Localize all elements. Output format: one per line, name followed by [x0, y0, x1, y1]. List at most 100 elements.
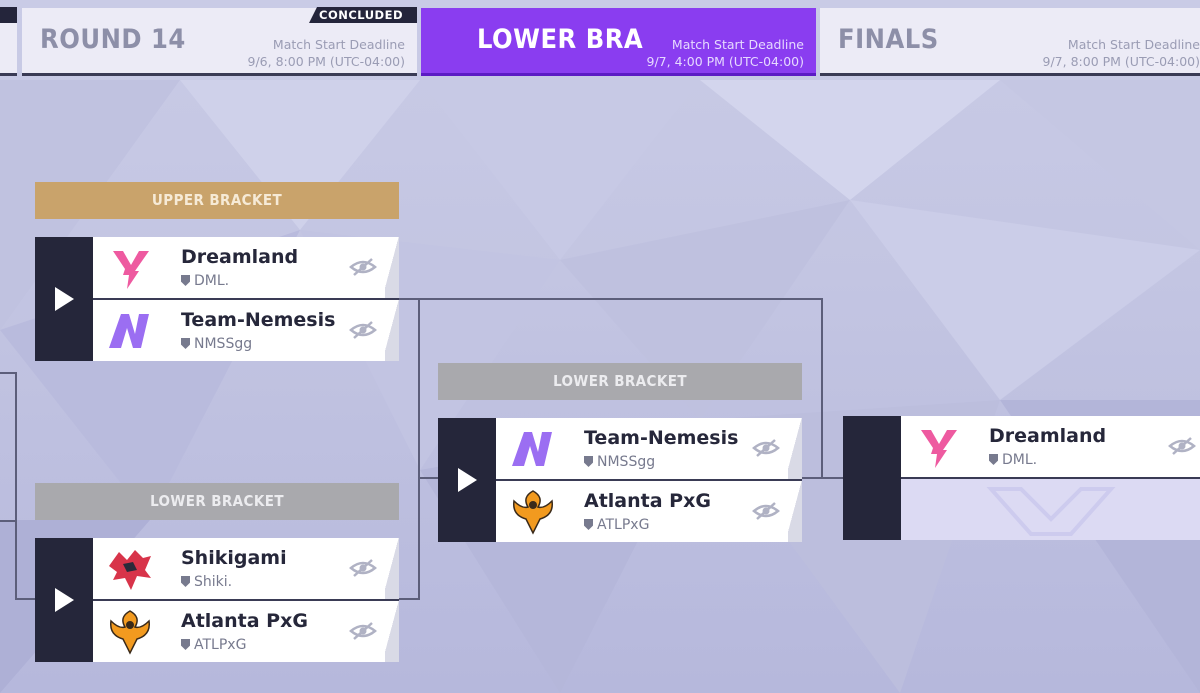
- team-name: Atlanta PxG: [181, 610, 308, 632]
- divider: [93, 599, 399, 601]
- bracket-line: [15, 598, 35, 600]
- deadline-label: Match Start Deadline: [1067, 37, 1200, 52]
- deadline-label: Match Start Deadline: [272, 37, 405, 52]
- bracket-line: [398, 598, 420, 600]
- bracket-line: [801, 477, 843, 479]
- hidden-eye-icon[interactable]: [349, 558, 377, 578]
- watermark-logo: [986, 487, 1116, 536]
- round-title: LOWER BRA: [477, 24, 644, 55]
- team-row[interactable]: Team-Nemesis NMSSgg: [496, 418, 802, 479]
- dreamland-logo: [113, 251, 149, 289]
- team-row[interactable]: Team-Nemesis NMSSgg: [93, 300, 399, 361]
- team-tag: Shiki.: [181, 574, 232, 590]
- round-header-14[interactable]: CONCLUDED ROUND 14 Match Start Deadline …: [22, 7, 417, 76]
- match-lower-bracket-1: LOWER BRACKET Shikigami Shiki. Atlanta P…: [35, 483, 399, 662]
- divider: [496, 479, 802, 481]
- deadline-value: 9/7, 8:00 PM (UTC-04:00): [1042, 54, 1200, 69]
- watch-match-button[interactable]: [438, 418, 496, 542]
- hidden-eye-icon[interactable]: [349, 621, 377, 641]
- team-tag: DML.: [989, 452, 1037, 468]
- team-name: Dreamland: [181, 246, 299, 268]
- shikigami-logo: [109, 550, 151, 590]
- atlanta-pxg-logo: [513, 490, 553, 535]
- match-lower-bracket-2: LOWER BRACKET Team-Nemesis NMSSgg Atlant…: [438, 363, 802, 542]
- team-row[interactable]: Dreamland DML.: [93, 237, 399, 298]
- divider: [901, 477, 1200, 479]
- deadline-label: Match Start Deadline: [671, 37, 804, 52]
- team-tag-text: ATLPxG: [194, 637, 247, 653]
- concluded-badge: CONCLUDED: [309, 7, 417, 23]
- team-tag-text: Shiki.: [194, 574, 233, 590]
- team-tag-text: ATLPxG: [597, 517, 650, 533]
- hidden-eye-icon[interactable]: [752, 438, 780, 458]
- round-deadline: Match Start Deadline 9/7, 4:00 PM (UTC-0…: [647, 36, 804, 70]
- hidden-eye-icon[interactable]: [349, 257, 377, 277]
- dreamland-logo: [921, 430, 957, 468]
- round-header-lower-bracket[interactable]: LOWER BRA Match Start Deadline 9/7, 4:00…: [421, 8, 816, 76]
- atlanta-pxg-logo: [110, 610, 150, 655]
- row-stripe: [788, 418, 802, 479]
- hidden-eye-icon[interactable]: [349, 320, 377, 340]
- team-tag: ATLPxG: [181, 637, 246, 653]
- team-name: Team-Nemesis: [584, 427, 739, 449]
- team-row[interactable]: Dreamland DML.: [901, 416, 1200, 477]
- bracket-line: [0, 372, 17, 374]
- play-icon: [55, 287, 74, 311]
- deadline-value: 9/6, 8:00 PM (UTC-04:00): [247, 54, 405, 69]
- shield-icon: [584, 456, 593, 467]
- shield-icon: [989, 454, 998, 465]
- final-side-panel[interactable]: [843, 416, 901, 540]
- previous-round-card: [0, 7, 17, 76]
- shield-icon: [181, 338, 190, 349]
- shield-icon: [584, 519, 593, 530]
- round-deadline: Match Start Deadline 9/6, 8:00 PM (UTC-0…: [248, 36, 405, 70]
- row-stripe: [385, 601, 399, 662]
- bracket-line: [418, 298, 420, 600]
- match-header: LOWER BRACKET: [35, 483, 399, 520]
- round-title: ROUND 14: [40, 24, 186, 55]
- row-stripe: [788, 481, 802, 542]
- play-icon: [55, 588, 74, 612]
- round-title: FINALS: [838, 24, 939, 55]
- nemesis-logo: [109, 314, 149, 348]
- shield-icon: [181, 639, 190, 650]
- match-header: UPPER BRACKET: [35, 182, 399, 219]
- match-header: LOWER BRACKET: [438, 363, 802, 400]
- empty-team-slot: [901, 479, 1200, 540]
- bracket-line: [15, 372, 17, 600]
- team-row[interactable]: Shikigami Shiki.: [93, 538, 399, 599]
- row-stripe: [385, 237, 399, 298]
- nemesis-logo: [512, 432, 552, 466]
- team-tag: NMSSgg: [584, 454, 655, 470]
- bracket-line: [398, 298, 823, 300]
- bracket-line: [0, 520, 15, 522]
- bracket-line: [821, 298, 823, 478]
- team-name: Atlanta PxG: [584, 490, 711, 512]
- team-tag-text: DML.: [1002, 452, 1038, 468]
- team-tag: NMSSgg: [181, 336, 252, 352]
- team-tag-text: NMSSgg: [597, 454, 656, 470]
- shield-icon: [181, 275, 190, 286]
- team-row[interactable]: Atlanta PxG ATLPxG: [496, 481, 802, 542]
- hidden-eye-icon[interactable]: [1168, 436, 1196, 456]
- team-name: Dreamland: [989, 425, 1107, 447]
- team-name: Team-Nemesis: [181, 309, 336, 331]
- watch-match-button[interactable]: [35, 538, 93, 662]
- row-stripe: [385, 300, 399, 361]
- divider: [93, 298, 399, 300]
- shield-icon: [181, 576, 190, 587]
- round-deadline: Match Start Deadline 9/7, 8:00 PM (UTC-0…: [1043, 36, 1200, 70]
- team-tag-text: NMSSgg: [194, 336, 253, 352]
- row-stripe: [385, 538, 399, 599]
- hidden-eye-icon[interactable]: [752, 501, 780, 521]
- watch-match-button[interactable]: [35, 237, 93, 361]
- team-tag: DML.: [181, 273, 229, 289]
- team-tag: ATLPxG: [584, 517, 649, 533]
- team-name: Shikigami: [181, 547, 287, 569]
- bracket-line: [418, 477, 438, 479]
- deadline-value: 9/7, 4:00 PM (UTC-04:00): [646, 54, 804, 69]
- play-icon: [458, 468, 477, 492]
- round-header-finals[interactable]: FINALS Match Start Deadline 9/7, 8:00 PM…: [820, 8, 1200, 76]
- team-row[interactable]: Atlanta PxG ATLPxG: [93, 601, 399, 662]
- match-upper-bracket: UPPER BRACKET Dreamland DML. Team-Nemesi…: [35, 182, 399, 361]
